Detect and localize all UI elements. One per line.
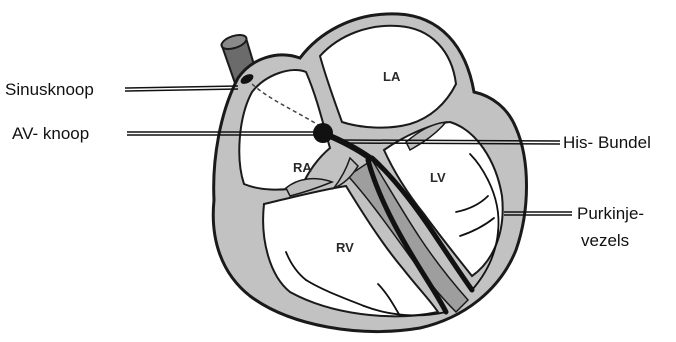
label-av-knoop: AV- knoop (12, 123, 89, 144)
label-purkinje-line2: vezels (581, 230, 629, 251)
leader-sinusknoop (125, 86, 238, 91)
label-his-bundel: His- Bundel (563, 132, 651, 153)
label-rv: RV (336, 240, 354, 255)
label-la: LA (383, 69, 401, 84)
label-lv: LV (430, 170, 446, 185)
label-sinusknoop: Sinusknoop (5, 79, 94, 100)
label-ra: RA (293, 160, 312, 175)
label-purkinje-line1: Purkinje- (577, 203, 644, 224)
